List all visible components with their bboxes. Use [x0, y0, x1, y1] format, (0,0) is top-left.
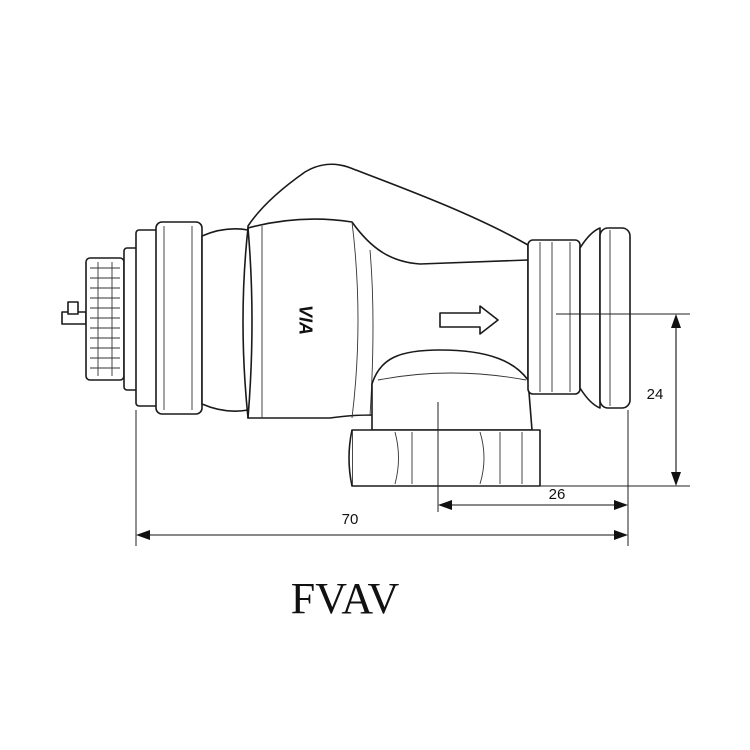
extension-lines — [135, 313, 690, 546]
bonnet — [123, 221, 249, 415]
dimension-outlet-height: 24 — [647, 314, 681, 486]
outlet-elbow — [371, 349, 533, 431]
hex-nut — [348, 429, 541, 487]
knurled-nut — [85, 257, 125, 381]
dimension-label-24: 24 — [647, 386, 664, 403]
svg-text:VIA: VIA — [295, 305, 315, 335]
dimension-label-26: 26 — [549, 486, 566, 503]
brand-logo-icon: VIA — [295, 305, 315, 335]
drawing-caption: FVAV — [291, 574, 400, 623]
valve-stem — [61, 301, 87, 325]
dimension-outlet-offset: 26 — [438, 486, 628, 510]
dimension-label-70: 70 — [342, 511, 359, 528]
dimension-overall-length: 70 — [136, 511, 628, 540]
inlet-connection — [527, 227, 631, 409]
flow-arrow-icon — [439, 305, 499, 335]
